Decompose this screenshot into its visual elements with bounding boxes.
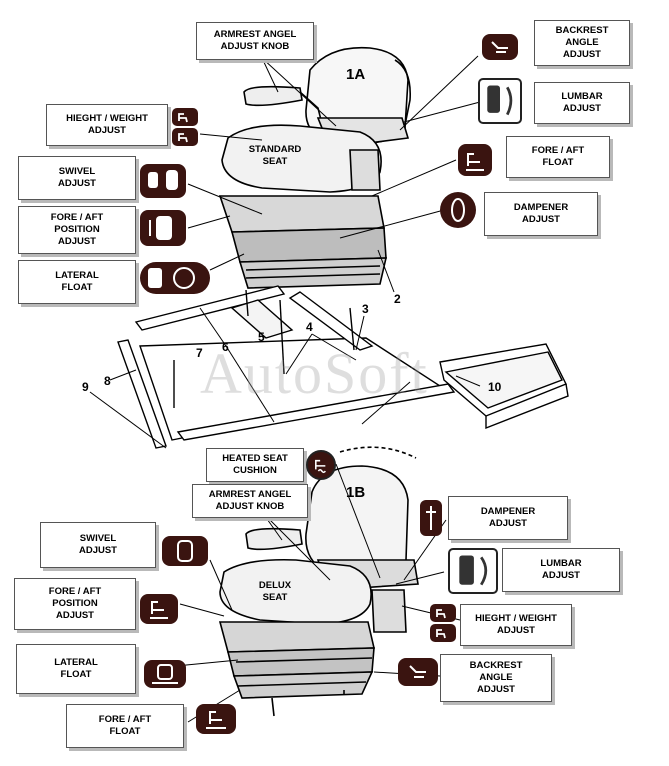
seat-1a-label: STANDARD SEAT [248, 144, 302, 167]
callout-1b-fore-aft-float: FORE / AFT FLOAT [66, 704, 184, 748]
callout-1b-backrest-angle-adjust: BACKREST ANGLE ADJUST [440, 654, 552, 702]
backrest-angle-icon [482, 34, 518, 60]
dampener-icon [440, 192, 476, 228]
height-weight-icon [172, 128, 198, 146]
part-number-4: 4 [306, 320, 313, 334]
callout-1b-lateral-float: LATERAL FLOAT [16, 644, 136, 694]
part-number-5: 5 [258, 330, 265, 344]
callout-1b-dampener-adjust: DAMPENER ADJUST [448, 496, 568, 540]
dampener-icon [420, 500, 442, 536]
seat-1b-id: 1B [346, 484, 366, 501]
part-number-8: 8 [104, 374, 111, 388]
swivel-icon [162, 536, 208, 566]
callout-1a-lateral-float: LATERAL FLOAT [18, 260, 136, 304]
height-weight-icon [172, 108, 198, 126]
lateral-float-icon [144, 660, 186, 688]
fore-aft-position-icon [140, 210, 186, 246]
callout-1b-heated-seat-cushion: HEATED SEAT CUSHION [206, 448, 304, 482]
seat-1a-id: 1A [346, 66, 366, 83]
callout-1a-armrest-angle-adjust-knob: ARMREST ANGEL ADJUST KNOB [196, 22, 314, 60]
lateral-float-icon [140, 262, 210, 294]
callout-1a-fore-aft-position-adjust: FORE / AFT POSITION ADJUST [18, 206, 136, 254]
fore-aft-float-icon [458, 144, 492, 176]
callout-1b-height-weight-adjust: HIEGHT / WEIGHT ADJUST [460, 604, 572, 646]
height-weight-icon [430, 604, 456, 622]
swivel-icon [140, 164, 186, 198]
lumbar-icon [448, 548, 498, 594]
part-number-10: 10 [488, 380, 502, 394]
part-number-6: 6 [222, 340, 229, 354]
backrest-angle-icon [398, 658, 438, 686]
part-number-7: 7 [196, 346, 203, 360]
mounting-plate-drawing [117, 285, 569, 449]
callout-1b-fore-aft-position-adjust: FORE / AFT POSITION ADJUST [14, 578, 136, 630]
seat-1b-label: DELUX SEAT [258, 580, 292, 603]
fore-aft-float-icon [196, 704, 236, 734]
callout-1a-fore-aft-float: FORE / AFT FLOAT [506, 136, 610, 178]
part-number-2: 2 [394, 292, 401, 306]
callout-1b-lumbar-adjust: LUMBAR ADJUST [502, 548, 620, 592]
callout-1a-swivel-adjust: SWIVEL ADJUST [18, 156, 136, 200]
callout-1a-backrest-angle-adjust: BACKREST ANGLE ADJUST [534, 20, 630, 66]
height-weight-icon [430, 624, 456, 642]
part-number-3: 3 [362, 302, 369, 316]
heated-seat-icon [306, 450, 336, 480]
seat-1a-drawing [218, 46, 412, 289]
seat-1b-drawing [218, 446, 419, 717]
callout-1a-height-weight-adjust: HIEGHT / WEIGHT ADJUST [46, 104, 168, 146]
callout-1b-swivel-adjust: SWIVEL ADJUST [40, 522, 156, 568]
lumbar-icon [478, 78, 522, 124]
callout-1a-lumbar-adjust: LUMBAR ADJUST [534, 82, 630, 124]
callout-1b-armrest-angle-adjust-knob: ARMREST ANGEL ADJUST KNOB [192, 484, 308, 518]
fore-aft-position-icon [140, 594, 178, 624]
part-number-9: 9 [82, 380, 89, 394]
callout-1a-dampener-adjust: DAMPENER ADJUST [484, 192, 598, 236]
